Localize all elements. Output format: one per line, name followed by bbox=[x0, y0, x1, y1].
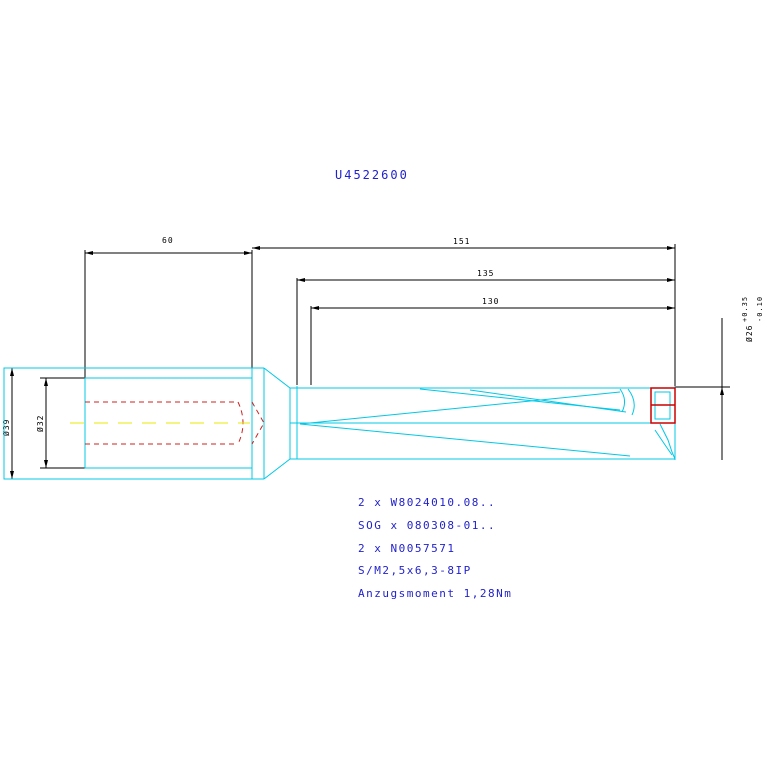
dim-tip-tol-lower: -0.10 bbox=[756, 296, 764, 322]
tool-outline bbox=[3, 367, 676, 480]
cutting-insert bbox=[650, 387, 676, 424]
note-1: 2 x W8024010.08.. bbox=[358, 496, 496, 509]
note-3: 2 x N0057571 bbox=[358, 542, 455, 555]
dim-shank-diameter: Ø39 bbox=[1, 419, 11, 436]
dim-length-short: 130 bbox=[482, 297, 499, 306]
dim-tip-diameter: Ø26 bbox=[744, 325, 754, 342]
note-5: Anzugsmoment 1,28Nm bbox=[358, 587, 512, 600]
dim-overall-length: 151 bbox=[453, 237, 470, 246]
notes-block: 2 x W8024010.08.. SOG x 080308-01.. 2 x … bbox=[358, 496, 512, 600]
note-2: SOG x 080308-01.. bbox=[358, 519, 496, 532]
dim-inner-diameter: Ø32 bbox=[35, 415, 45, 432]
dim-tip-tol-upper: +0.35 bbox=[741, 296, 749, 322]
part-number: U4522600 bbox=[335, 168, 409, 182]
note-4: S/M2,5x6,3-8IP bbox=[358, 564, 472, 577]
dim-length-mid: 135 bbox=[477, 269, 494, 278]
dim-shank-length: 60 bbox=[162, 236, 174, 245]
